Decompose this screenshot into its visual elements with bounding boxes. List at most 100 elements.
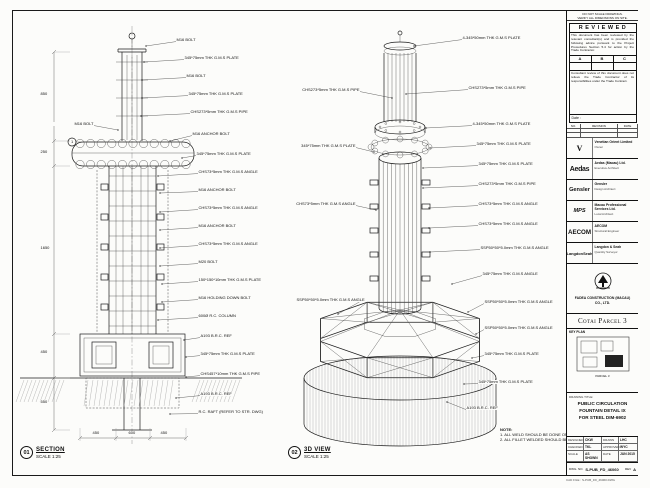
dimension-label: 600 xyxy=(128,430,136,435)
grade-checkbox[interactable] xyxy=(592,63,613,70)
annotation-label: 345*75mm THK G.M.S PLATE xyxy=(188,90,244,96)
drawing-title-line: FOUNTAIN DETAIL IX xyxy=(579,407,626,413)
annotation-label: M16 BOLT xyxy=(30,121,94,126)
dimension-label: 850 xyxy=(40,91,48,96)
annotation-label: 345*75mm THK G.M.S PLATE xyxy=(476,140,532,146)
dimension-label: 1650 xyxy=(40,245,50,250)
annotation-label: M16 ANCHOR BOLT xyxy=(192,130,231,136)
key-plan-label: KEY PLAN xyxy=(569,330,586,334)
annotation-label: M16 BOLT xyxy=(186,72,207,78)
dimension-label: 450 xyxy=(160,430,168,435)
annotation-label: M16 BOLT xyxy=(176,36,197,42)
drawing-title-line: PUBLIC CIRCULATION xyxy=(577,401,628,406)
aecom-logo: AECOM xyxy=(567,228,592,236)
annotation-label: M16 ANCHOR BOLT xyxy=(198,186,237,192)
annotation-label: M16 ANCHOR BOLT xyxy=(198,222,237,228)
note-line: 2. ALL FILLET WELDED SHOULD BE 6mm THK. xyxy=(500,437,588,443)
annotation-label: 150*150*10mm THK G.M.S PLATE xyxy=(198,276,262,282)
view-scale: SCALE 1:25 xyxy=(304,453,329,459)
drawing-title-box: DRAWING TITLE: PUBLIC CIRCULATION FOUNTA… xyxy=(567,393,638,437)
dimension-label: 450 xyxy=(92,430,100,435)
key-plan: KEY PLAN PARCEL 3 xyxy=(567,329,638,393)
rev-label: REV xyxy=(624,467,632,471)
drawing-title-label: DRAWING TITLE: xyxy=(569,395,594,399)
langdon-seah-logo: LangdonSeah xyxy=(567,250,593,256)
gensler-logo: Gensler xyxy=(569,187,590,193)
annotation-label: SSP50*50*5.0mm THK G.M.S ANGLE xyxy=(296,296,365,302)
annotation-label: 600Ø R.C. COLUMN xyxy=(198,312,237,318)
company-row-aedas: Aedas Aedas (Macau) Ltd.Executive Archit… xyxy=(567,159,638,180)
view-number-bubble: 02 xyxy=(288,446,301,459)
note-line: 1. ALL WELD SHOULD BE DONE ON SITE. xyxy=(500,432,579,438)
annotation-label: SSP50*50*5.0mm THK G.M.S ANGLE xyxy=(484,298,554,304)
annotation-label: 345*75mm THK G.M.S ANGLE xyxy=(482,270,539,276)
note-title: NOTE: xyxy=(500,427,513,432)
annotation-label: CHS273*5mm THK G.M.S PIPE xyxy=(468,84,527,90)
venetian-logo: V xyxy=(576,143,583,153)
annotation-label: CHS273*5mm THK G.M.S PIPE xyxy=(190,108,249,114)
drawing-title-line: FOR STEEL DIM-6902 xyxy=(578,414,627,420)
dwg-no-label: DWG. NO. xyxy=(569,467,584,471)
annotation-label: 4-345*50mm THK G.M.S PLATE xyxy=(472,120,531,126)
contractor-name: FADEA CONSTRUCTION (MACAU) CO., LTD. xyxy=(574,296,631,305)
annotation-label: CHS73*5mm THK G.M.S ANGLE xyxy=(478,220,539,226)
annotation-label: CHS73*5mm THK G.M.S ANGLE xyxy=(292,201,356,206)
annotation-label: CHS73*5mm THK G.M.S ANGLE xyxy=(198,240,259,246)
annotation-label: M16 HOLDING DOWN BOLT xyxy=(198,294,252,300)
annotation-label: A193 B.R.C. REF xyxy=(466,404,499,410)
annotation-label: 345*75mm THK G.M.S PLATE xyxy=(184,54,240,60)
aedas-logo: Aedas xyxy=(569,165,590,173)
dimension-label: 1 xyxy=(70,138,74,144)
file-note: CAD FILE : S-PUB_FD_46060.DWG xyxy=(566,478,616,482)
annotation-label: CHS73*5mm THK G.M.S ANGLE xyxy=(198,204,259,210)
revision-table: NO. REVISION DATE xyxy=(567,124,638,138)
annotation-label: CHS73*5mm THK G.M.S ANGLE xyxy=(198,168,259,174)
rev-value: A xyxy=(633,466,636,472)
dwg-no-value: S-PUB_FD_46060 xyxy=(585,466,619,472)
reviewed-stamp: R E V I E W E D This document has been r… xyxy=(568,22,637,123)
dimension-label: 450 xyxy=(40,349,48,354)
annotation-label: CHS457*10mm THK G.M.S PIPE xyxy=(200,370,261,376)
annotation-label: CHS273*5mm THK G.M.S PIPE xyxy=(478,180,537,186)
contractor-box: FADEA CONSTRUCTION (MACAU) CO., LTD. xyxy=(567,264,638,314)
view-number-bubble: 01 xyxy=(20,446,33,459)
title-block: DO NOT SCALE DRAWINGS. VERIFY ALL DIMENS… xyxy=(566,10,638,476)
reviewed-paragraph: This document has been reviewed by the r… xyxy=(571,33,634,53)
dimension-label: 550 xyxy=(40,399,48,404)
view-name: 3D VIEW xyxy=(304,446,331,453)
project-name: Cotai Parcel 3 xyxy=(567,314,638,329)
view-title-3d-view: 02 3D VIEW SCALE 1:25 xyxy=(288,446,331,459)
annotation-label: CHS273*5mm THK G.M.S PIPE xyxy=(296,87,360,92)
dimension-label: 250 xyxy=(40,149,48,154)
view-title-section: 01 SECTION SCALE 1:25 xyxy=(20,446,65,459)
key-plan-map xyxy=(576,336,629,372)
reviewed-title: R E V I E W E D xyxy=(569,24,636,33)
key-plan-caption: PARCEL 3 xyxy=(595,374,610,378)
notes-block: NOTE: 1. ALL WELD SHOULD BE DONE ON SITE… xyxy=(500,427,596,443)
grade-checkbox[interactable] xyxy=(614,63,636,70)
company-row-mps: MPS Macau Professional Services Ltd.Loca… xyxy=(567,201,638,222)
annotation-label: A193 B.R.C. REF xyxy=(200,332,233,338)
annotation-label: SSP50*50*5.0mm THK G.M.S ANGLE xyxy=(484,324,554,330)
annotation-label: CHS73*5mm THK G.M.S ANGLE xyxy=(478,200,539,206)
reviewed-grade-table: A B C xyxy=(569,54,636,71)
view-name: SECTION xyxy=(36,446,65,453)
annotation-label: M20 BOLT xyxy=(198,258,219,264)
annotation-label: 345*75mm THK G.M.S PLATE xyxy=(292,143,356,148)
grade-checkbox[interactable] xyxy=(570,63,591,70)
annotation-label: SSP50*50*5.0mm THK G.M.S ANGLE xyxy=(480,244,550,250)
annotation-label: A193 B.R.C. REF xyxy=(200,390,233,396)
reviewed-date-row: Date : xyxy=(569,113,636,122)
annotation-label: R.C. RAFT (REFER TO STR. DWG) xyxy=(198,408,264,414)
title-block-top-note: DO NOT SCALE DRAWINGS. VERIFY ALL DIMENS… xyxy=(567,11,638,21)
annotation-label: 345*75mm THK G.M.S PLATE xyxy=(196,150,252,156)
reviewed-paragraph: Consultant review of this document does … xyxy=(571,71,634,84)
